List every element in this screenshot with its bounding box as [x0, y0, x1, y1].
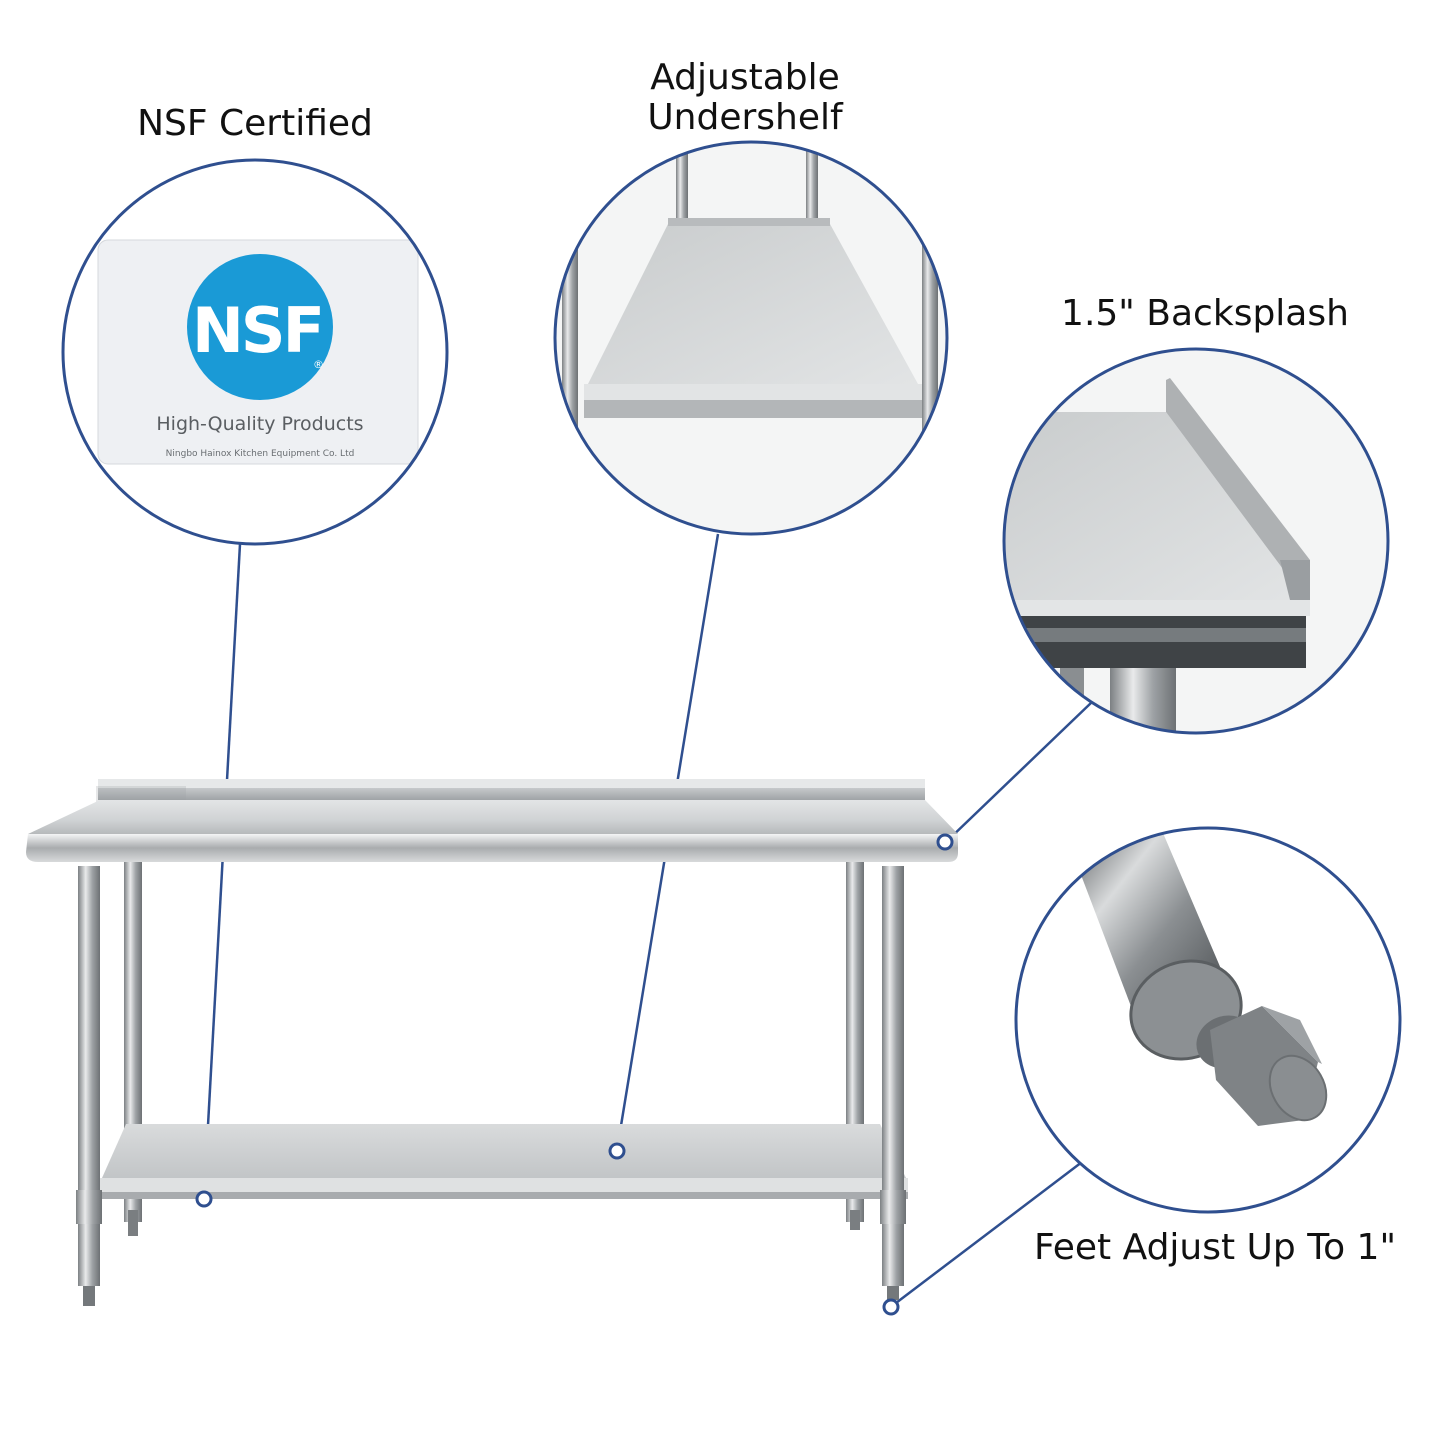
- anchor-dots: [195, 833, 954, 1316]
- shelf-zoom-leg-right: [806, 142, 818, 230]
- front-left-foot: [83, 1286, 95, 1306]
- shelf-zoom-front-edge: [584, 384, 922, 400]
- nsf-logo-icon: [187, 254, 333, 400]
- callout-backsplash: 1.5" Backsplash: [1061, 293, 1349, 334]
- backsplash-zoom-leg: [1110, 668, 1176, 733]
- nsf-maker: Ningbo Hainox Kitchen Equipment Co. Ltd: [166, 449, 355, 459]
- callout-adjustable-undershelf: Adjustable Undershelf: [647, 57, 843, 138]
- backsplash-zoom-leg-bracket: [1060, 668, 1084, 728]
- leader-line-feet: [891, 1161, 1083, 1307]
- zoom-circle-backsplash: [1002, 347, 1390, 735]
- table-backsplash: [98, 779, 925, 788]
- callout-feet-adjust: Feet Adjust Up To 1": [1033, 1227, 1397, 1268]
- nsf-registered-mark: ®: [313, 358, 324, 371]
- shelf-zoom-front-lip: [584, 400, 922, 418]
- tabletop-front-edge: [26, 834, 958, 862]
- anchor-dot-undershelf: [608, 1142, 626, 1160]
- backsplash-zoom-edge-shine: [1004, 628, 1306, 642]
- undershelf-front-edge: [100, 1178, 908, 1192]
- backsplash-zoom-panel: [1166, 378, 1310, 600]
- zoom-circle-nsf: NSF ® High-Quality Products Ningbo Haino…: [61, 158, 449, 546]
- leader-lines: [202, 533, 1093, 1307]
- anchor-dot-nsf: [195, 1190, 213, 1208]
- back-left-foot: [128, 1210, 138, 1236]
- front-right-shelf-collar: [880, 1190, 906, 1224]
- callout-nsf-certified: NSF Certified: [137, 103, 373, 144]
- feet-zoom-hex-end: [1268, 1054, 1328, 1122]
- shelf-zoom-leg-outer-right: [922, 240, 938, 440]
- zoom-circle-feet: [1014, 826, 1402, 1214]
- anchor-dot-backsplash: [936, 833, 954, 851]
- shelf-zoom-leg-outer-left: [562, 240, 578, 440]
- table-backsplash-front: [96, 786, 186, 802]
- undershelf-surface: [102, 1124, 906, 1178]
- table-backsplash-face: [98, 788, 925, 800]
- back-right-foot: [850, 1210, 860, 1230]
- shelf-zoom-surface: [588, 224, 918, 384]
- feet-zoom-hex-face: [1262, 1006, 1322, 1064]
- zoom-circle-undershelf: [553, 140, 949, 536]
- leader-line-nsf: [202, 543, 242, 1199]
- anchor-dot-feet: [882, 1298, 900, 1316]
- undershelf-lip: [100, 1192, 908, 1199]
- nsf-logo-text: NSF: [192, 294, 322, 367]
- tabletop-surface: [28, 800, 958, 834]
- backsplash-zoom-edge-light: [1004, 600, 1310, 616]
- front-right-leg: [882, 866, 904, 1286]
- front-left-leg: [78, 866, 100, 1286]
- front-left-shelf-collar: [76, 1190, 102, 1224]
- shelf-zoom-leg-left: [676, 142, 688, 230]
- worktable: [26, 779, 958, 1306]
- leader-line-backsplash: [945, 701, 1093, 843]
- backsplash-zoom-top: [1004, 412, 1306, 600]
- nsf-tagline: High-Quality Products: [156, 413, 363, 435]
- shelf-zoom-back-lip: [668, 218, 830, 226]
- front-right-foot: [887, 1286, 899, 1300]
- backsplash-zoom-rail: [1280, 560, 1310, 600]
